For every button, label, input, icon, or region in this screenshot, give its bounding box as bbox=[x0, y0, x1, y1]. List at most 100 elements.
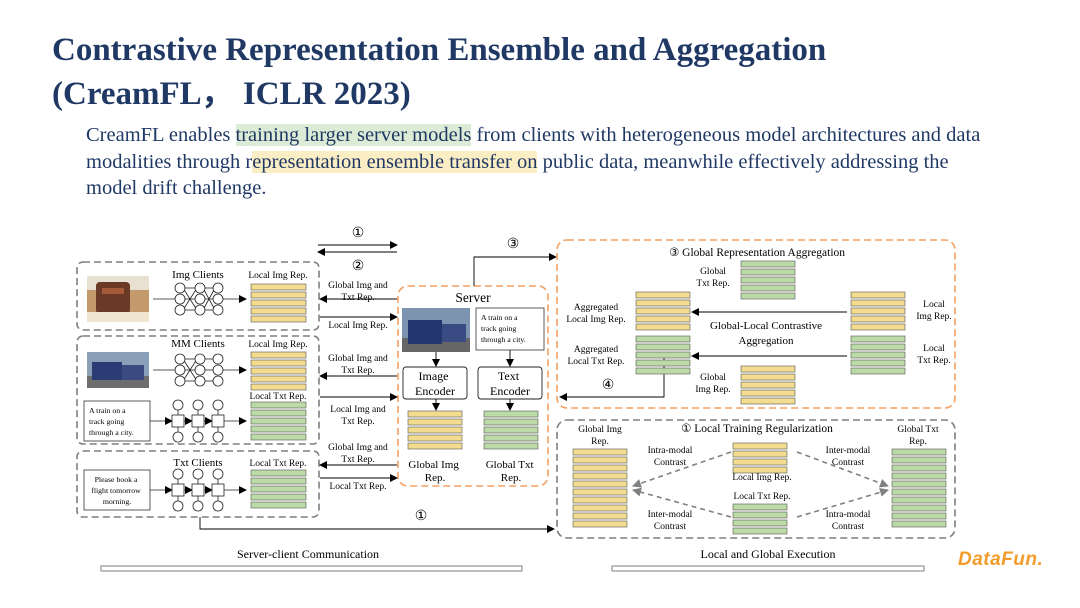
mm-client-txt-bars-bar bbox=[251, 402, 306, 408]
mm-client-img-bars-bar bbox=[251, 360, 306, 366]
agg-local-txt-bars-bar bbox=[851, 360, 905, 366]
img-client-img-bars-bar bbox=[251, 300, 306, 306]
server-global-img-bars bbox=[408, 411, 462, 449]
mm-client-txt-bars-bar bbox=[251, 410, 306, 416]
agg-global-img-bars-bar bbox=[741, 374, 795, 380]
txt-client-txt-bars-bar bbox=[251, 478, 306, 484]
reg-global-img-bars-bar bbox=[573, 481, 627, 487]
reg-global-img-bars-bar bbox=[573, 521, 627, 527]
mm-client-img-bars-bar bbox=[251, 352, 306, 358]
txt-client-txt-bars-bar bbox=[251, 502, 306, 508]
agg-local-txt-bars-bar bbox=[851, 336, 905, 342]
img-client-img-bars-bar bbox=[251, 308, 306, 314]
reg-local-img-bars bbox=[733, 443, 787, 473]
step-2-label: ② bbox=[352, 259, 365, 274]
agg-aggregated-img-bars-bar bbox=[636, 324, 690, 330]
server-box: Server A train on a track going through … bbox=[398, 286, 548, 486]
img-clients-label: Img Clients bbox=[172, 269, 224, 281]
img-client-network-icon bbox=[153, 283, 246, 315]
agg-local-img-bars-bar bbox=[851, 324, 905, 330]
mm-client-txt-bars bbox=[251, 402, 306, 440]
agg-global-txt-bars-bar bbox=[741, 269, 795, 275]
reg-global-txt-bars-bar bbox=[892, 457, 946, 463]
txt-client-txt-bars-bar bbox=[251, 486, 306, 492]
comm-global-img-txt-2: Global Img andTxt Rep. bbox=[328, 354, 388, 376]
reg-intra-modal-bottom: Intra-modalContrast bbox=[826, 510, 871, 532]
mm-client-img-bars-bar bbox=[251, 384, 306, 390]
regularization-title: ① Local Training Regularization bbox=[681, 423, 833, 435]
image-encoder: Image Encoder bbox=[415, 369, 455, 398]
txt-clients-label: Txt Clients bbox=[173, 457, 222, 469]
server-global-txt-rep: Global Txt Rep. bbox=[486, 459, 537, 484]
server-global-img-bars-bar bbox=[408, 427, 462, 433]
reg-global-txt-bars-bar bbox=[892, 489, 946, 495]
reg-global-txt-bars-bar bbox=[892, 521, 946, 527]
server-label: Server bbox=[455, 290, 491, 305]
reg-global-txt-bars-bar bbox=[892, 481, 946, 487]
footer-right-bar bbox=[612, 566, 924, 571]
agg-local-txt-bars-bar bbox=[851, 352, 905, 358]
reg-global-txt-bars-bar bbox=[892, 465, 946, 471]
reg-global-img-bars-bar bbox=[573, 505, 627, 511]
agg-global-txt-bars-bar bbox=[741, 277, 795, 283]
comm-local-img: Local Img Rep. bbox=[328, 321, 387, 331]
agg-aggregated-txt-bars-bar bbox=[636, 352, 690, 358]
reg-local-img-bars-bar bbox=[733, 451, 787, 457]
agg-aggregated-img-bars-bar bbox=[636, 300, 690, 306]
step-1b-label: ① bbox=[415, 509, 428, 524]
agg-local-img-bars-bar bbox=[851, 300, 905, 306]
reg-local-img-bars-bar bbox=[733, 467, 787, 473]
reg-global-img-bars-bar bbox=[573, 465, 627, 471]
reg-global-img-bars-bar bbox=[573, 513, 627, 519]
img-client-img-bars-bar bbox=[251, 316, 306, 322]
server-global-txt-bars-bar bbox=[484, 427, 538, 433]
reg-global-img-bars-bar bbox=[573, 449, 627, 455]
train-image-server bbox=[402, 308, 470, 352]
step-1-label: ① bbox=[352, 226, 365, 241]
reg-global-img-bars-bar bbox=[573, 457, 627, 463]
mm-clients-local-txt-rep: Local Txt Rep. bbox=[249, 392, 306, 402]
agg-global-img-bars-bar bbox=[741, 366, 795, 372]
txt-client-txt-bars-bar bbox=[251, 470, 306, 476]
agg-aggregated-txt-bars bbox=[636, 336, 690, 374]
reg-local-txt-bars-bar bbox=[733, 512, 787, 518]
mm-client-img-bars-bar bbox=[251, 368, 306, 374]
mm-client-img-bars bbox=[251, 352, 306, 390]
agg-global-txt-bars-bar bbox=[741, 261, 795, 267]
reg-global-img-bars-bar bbox=[573, 497, 627, 503]
mm-client-img-bars-bar bbox=[251, 376, 306, 382]
reg-global-img-bars-bar bbox=[573, 489, 627, 495]
agg-global-txt-bars-bar bbox=[741, 293, 795, 299]
img-client-img-bars-bar bbox=[251, 284, 306, 290]
aggregation-title: ③ Global Representation Aggregation bbox=[669, 247, 845, 259]
agg-global-txt-bars-bar bbox=[741, 285, 795, 291]
agg-aggregated-img-bars-bar bbox=[636, 292, 690, 298]
server-global-img-bars-bar bbox=[408, 443, 462, 449]
server-global-txt-bars-bar bbox=[484, 443, 538, 449]
reg-local-txt: Local Txt Rep. bbox=[733, 492, 790, 502]
server-global-txt-bars-bar bbox=[484, 419, 538, 425]
server-global-txt-bars-bar bbox=[484, 411, 538, 417]
agg-aggregated-txt: AggregatedLocal Txt Rep. bbox=[567, 345, 624, 367]
agg-local-txt-bars-bar bbox=[851, 344, 905, 350]
reg-global-img-bars bbox=[573, 449, 627, 527]
reg-global-txt-bars-bar bbox=[892, 473, 946, 479]
agg-global-img-bars-bar bbox=[741, 398, 795, 404]
mm-client-network-icon bbox=[153, 354, 246, 386]
txt-client-rnn-icon bbox=[150, 469, 246, 511]
cake-image bbox=[87, 276, 149, 322]
server-global-img-bars-bar bbox=[408, 411, 462, 417]
mm-client-rnn-icon bbox=[150, 400, 246, 442]
agg-global-img-bars bbox=[741, 366, 795, 404]
reg-global-txt-bars-bar bbox=[892, 497, 946, 503]
reg-local-txt-bars-bar bbox=[733, 520, 787, 526]
train-image-client bbox=[87, 352, 149, 388]
